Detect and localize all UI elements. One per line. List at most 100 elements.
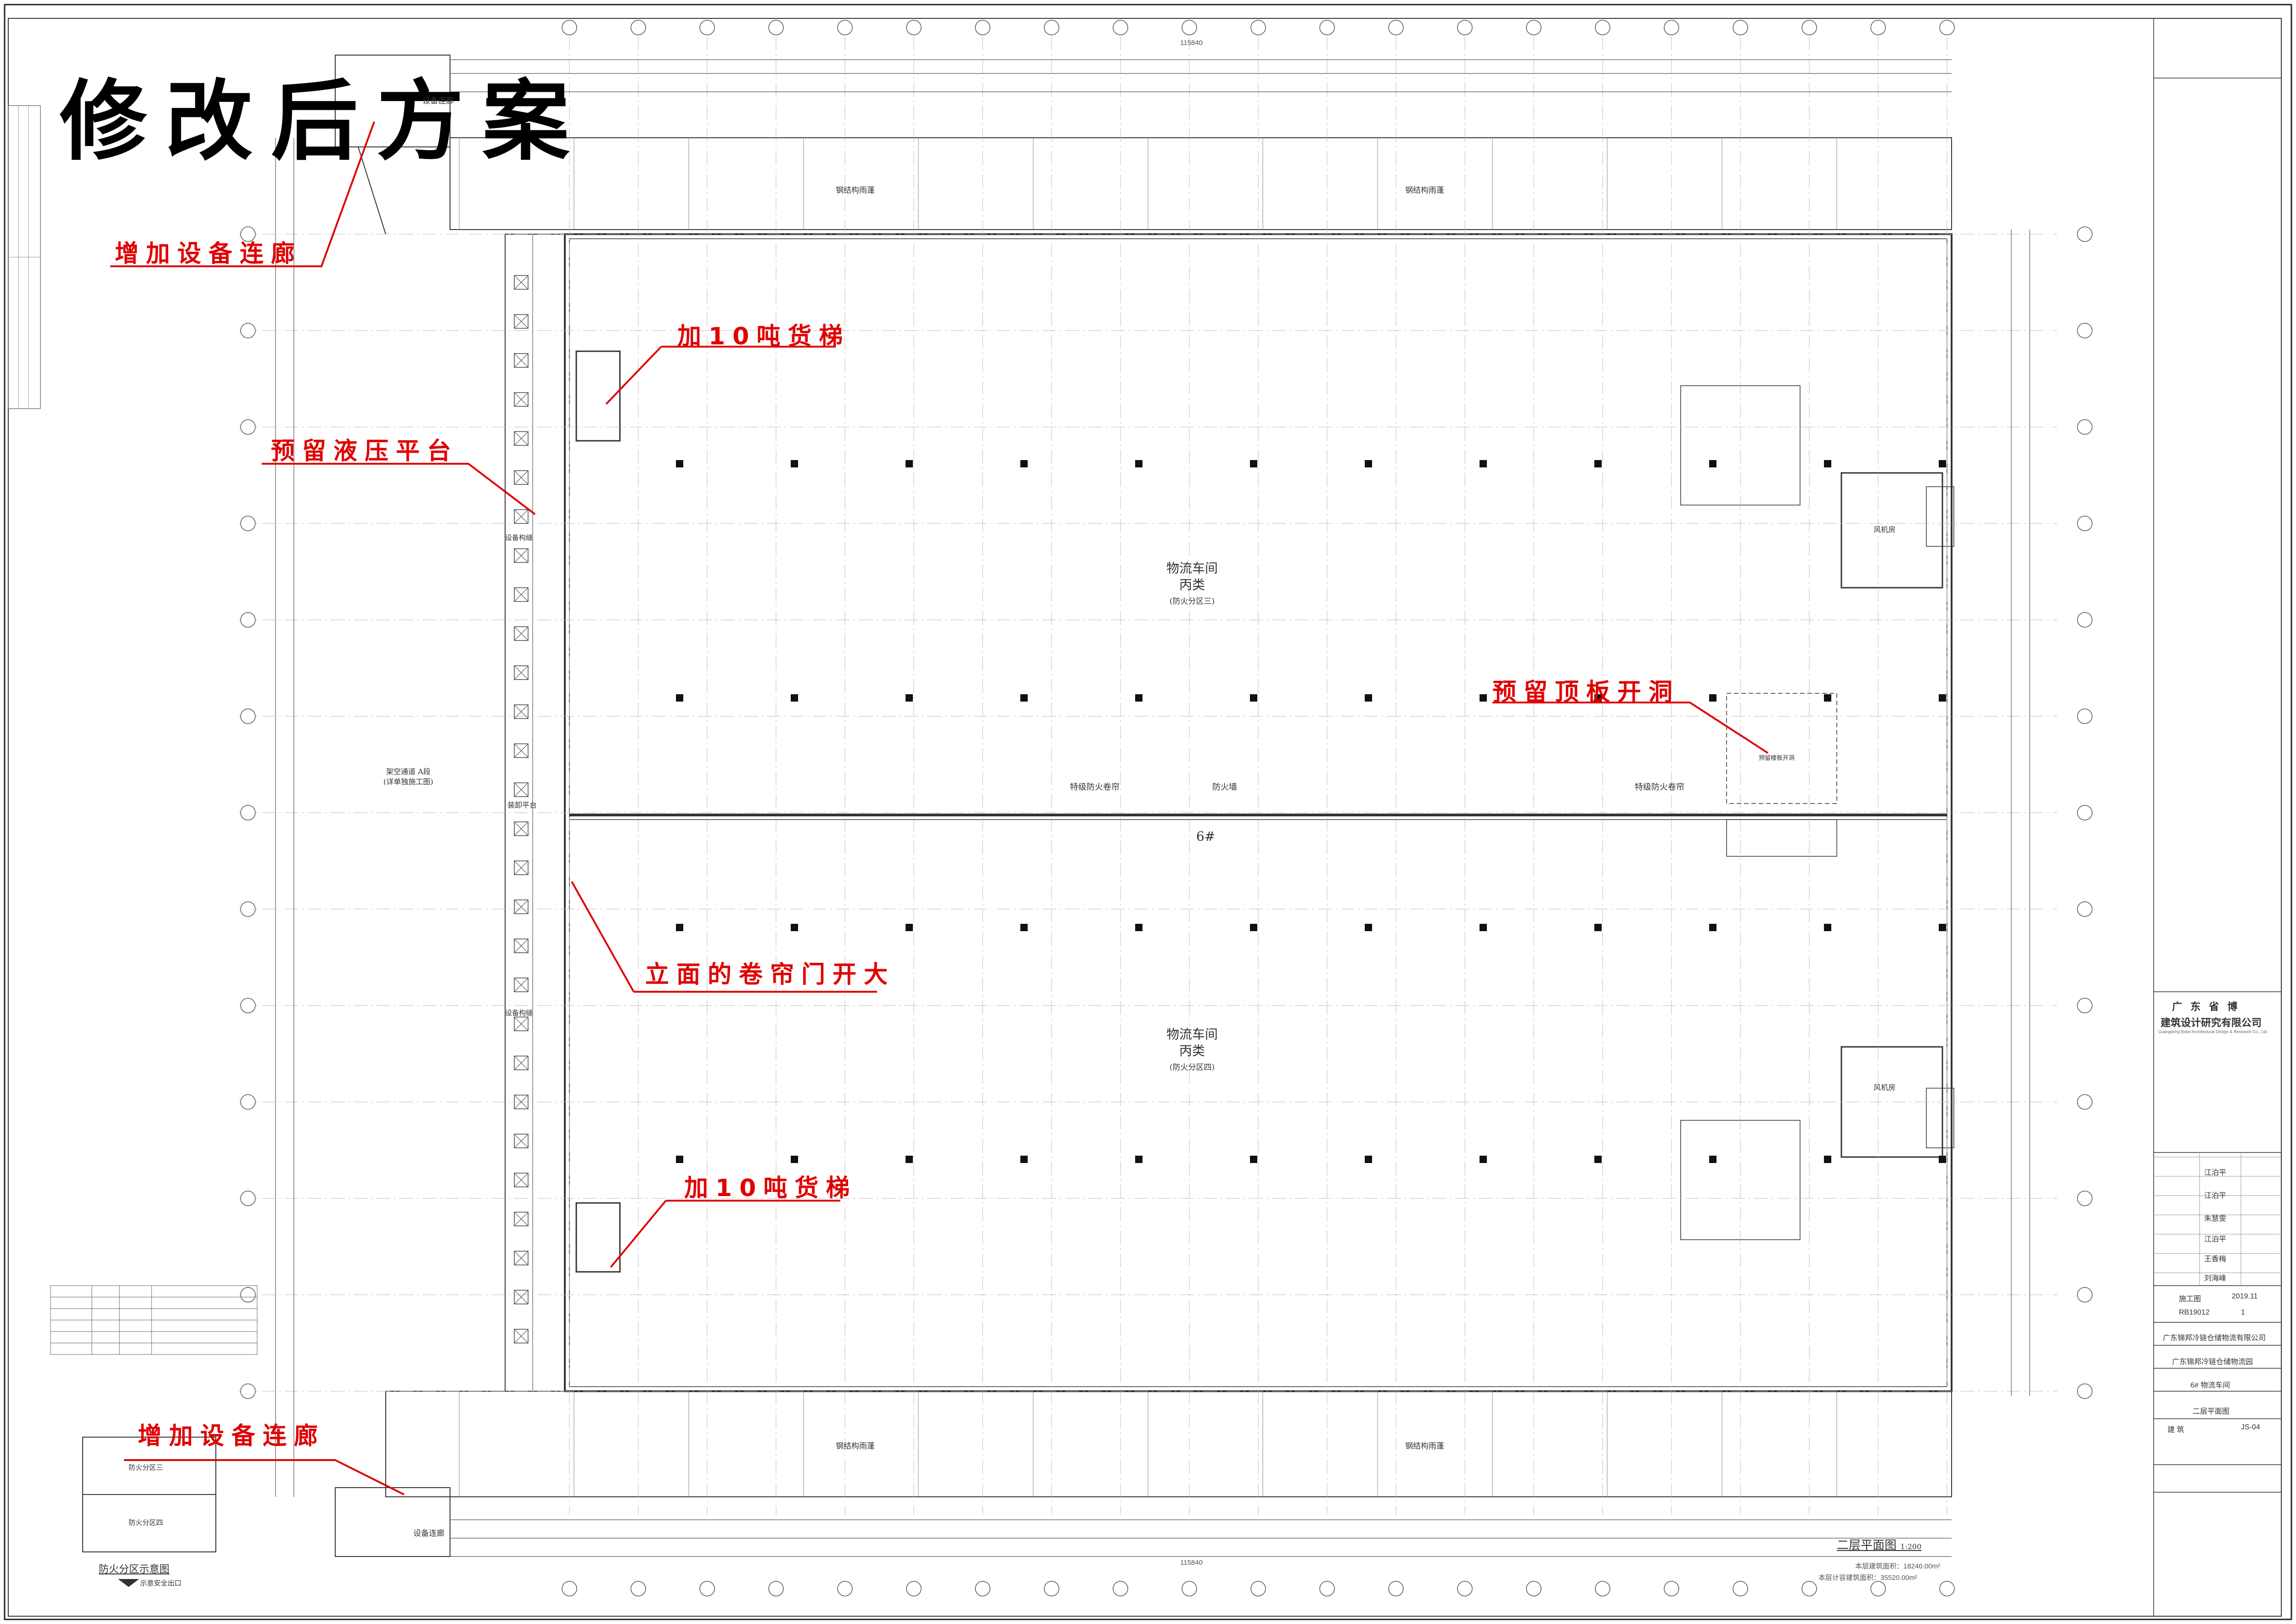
dock-leveler-cross: [514, 899, 529, 914]
structural-column: [1709, 694, 1716, 702]
dock-leveler-cross: [514, 626, 529, 641]
dock-leveler-cross: [514, 978, 529, 992]
grid-bubble-right: [2077, 419, 2093, 435]
canopy-label-1: 钢结构雨蓬: [836, 186, 875, 195]
checked-by: 江泊平: [2204, 1192, 2227, 1200]
dock-leveler: [514, 978, 529, 992]
structural-column: [1939, 1156, 1946, 1163]
structural-column: [1020, 460, 1028, 467]
legend-title: 防火分区示意图: [99, 1564, 170, 1575]
dock-leveler-cross: [514, 431, 529, 446]
building-number: 6#: [1196, 829, 1216, 844]
grid-bubble-top: [1457, 20, 1473, 35]
room-zone-upper: (防火分区三): [1169, 597, 1215, 606]
dock-leveler: [514, 860, 529, 875]
room-name-lower: 物流车间: [1166, 1027, 1218, 1042]
sheet-number: JS-04: [2241, 1423, 2260, 1431]
grid-bubble-left: [240, 1191, 256, 1206]
annotation-equipment-corridor-bottom: 增加设备连廊: [138, 1422, 326, 1450]
legend-exit: 示意安全出口: [140, 1579, 182, 1587]
drawing-name: 二层平面图: [1837, 1539, 1897, 1552]
grid-bubble-left: [240, 998, 256, 1013]
dock-leveler-cross: [514, 704, 529, 719]
annotation-equipment-corridor-top: 增加设备连廊: [115, 240, 303, 268]
elevated-access-note: 架空通道 A段: [386, 767, 431, 776]
dock-leveler-cross: [514, 275, 529, 290]
grid-bubble-bottom: [1870, 1581, 1886, 1596]
grid-bubble-top: [1595, 20, 1610, 35]
structural-column: [1939, 924, 1946, 931]
grid-bubble-top: [699, 20, 715, 35]
shutter-label-left: 特级防火卷帘: [1070, 782, 1120, 792]
structural-column: [1939, 460, 1946, 467]
grid-bubble-top: [1113, 20, 1128, 35]
structural-column: [1135, 460, 1142, 467]
grid-bubble-bottom: [1595, 1581, 1610, 1596]
dock-leveler: [514, 1056, 529, 1070]
grid-bubble-bottom: [630, 1581, 646, 1596]
structural-column: [1135, 924, 1142, 931]
grid-bubble-right: [2077, 1383, 2093, 1399]
dock-leveler-cross: [514, 782, 529, 797]
grid-bubble-right: [2077, 998, 2093, 1013]
structural-column: [676, 694, 683, 702]
structural-column: [1365, 924, 1372, 931]
structural-column: [1365, 1156, 1372, 1163]
firewall-label: 防火墙: [1212, 782, 1237, 792]
company-name-line2: 建筑设计研究有限公司: [2161, 1017, 2262, 1028]
dock-leveler-cross: [514, 587, 529, 602]
grid-bubble-top: [630, 20, 646, 35]
structural-column: [791, 460, 798, 467]
dock-leveler: [514, 431, 529, 446]
annotation-leaders: [110, 121, 1769, 1495]
dock-leveler: [514, 821, 529, 836]
grid-bubble-left: [240, 612, 256, 628]
dock-leveler: [514, 1290, 529, 1304]
designed-by: 王香梅: [2204, 1255, 2227, 1263]
dock-leveler: [514, 899, 529, 914]
structural-column: [1365, 694, 1372, 702]
grid-bubble-left: [240, 708, 256, 724]
structural-column: [1480, 1156, 1487, 1163]
dock-leveler-cross: [514, 509, 529, 524]
drawing-scale: 1:200: [1900, 1542, 1922, 1551]
dock-leveler-cross: [514, 665, 529, 680]
grid-bubble-bottom: [1526, 1581, 1542, 1596]
structural-column: [1594, 924, 1602, 931]
project-architect: 江泊平: [2204, 1236, 2227, 1243]
grid-bubble-left: [240, 1094, 256, 1110]
structural-column: [1824, 694, 1831, 702]
grid-bubble-top: [768, 20, 784, 35]
dock-leveler-cross: [514, 314, 529, 329]
structural-column: [791, 694, 798, 702]
fan-room-label-top: 风机房: [1874, 525, 1896, 534]
legend-zone-4: 防火分区四: [129, 1518, 163, 1527]
grid-bubble-right: [2077, 708, 2093, 724]
loading-platform-label: 装卸平台: [507, 801, 537, 809]
building-outline: [335, 55, 1954, 1557]
area-line-2: 本层计容建筑面积：35520.00m²: [1818, 1574, 1918, 1582]
fire-rating-table: [50, 1285, 258, 1355]
structural-column: [906, 1156, 913, 1163]
structural-column: [1250, 694, 1257, 702]
structural-column: [1135, 1156, 1142, 1163]
dock-leveler-cross: [514, 1095, 529, 1109]
grid-bubble-left: [240, 1383, 256, 1399]
grid-bubble-left: [240, 226, 256, 242]
structural-column: [1594, 694, 1602, 702]
elevated-access-detail: (详单独施工图): [383, 777, 433, 786]
grid-bubble-bottom: [975, 1581, 990, 1596]
dock-leveler-cross: [514, 938, 529, 953]
lift-platform-label-top: 设备构缝: [505, 534, 533, 542]
company-name-line1: 广 东 省 博: [2172, 1001, 2240, 1012]
dock-leveler-cross: [514, 821, 529, 836]
annotation-freight-elevator-top: 加10吨货梯: [677, 323, 850, 350]
dock-levelers: [514, 275, 529, 1343]
structural-column: [1365, 460, 1372, 467]
grid-bubble-bottom: [1457, 1581, 1473, 1596]
structural-column: [791, 924, 798, 931]
drawing-title: 二层平面图 1:200: [1837, 1536, 1921, 1553]
room-label-lower: 物流车间 丙类 (防火分区四): [1166, 1026, 1218, 1076]
dock-leveler-cross: [514, 1212, 529, 1226]
